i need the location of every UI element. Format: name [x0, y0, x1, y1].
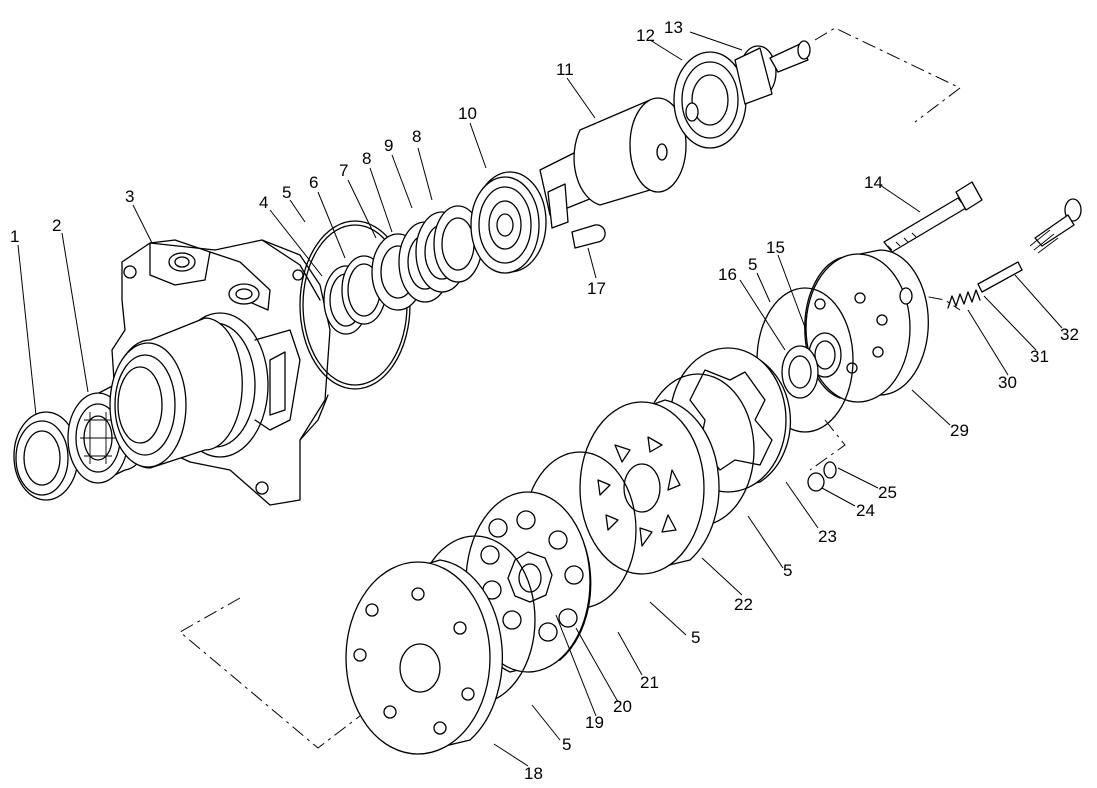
- callout-5: 5: [783, 561, 792, 580]
- callout-2: 2: [52, 216, 61, 235]
- part-30-valve-spring: [947, 289, 981, 309]
- part-11-shaft: [539, 97, 687, 229]
- callout-16: 16: [718, 265, 737, 284]
- part-18-end-cap: [345, 559, 503, 755]
- part-10-bearing: [470, 171, 547, 274]
- callout-9: 9: [384, 136, 393, 155]
- callout-25: 25: [878, 483, 897, 502]
- callout-14: 14: [864, 173, 883, 192]
- callout-7: 7: [339, 161, 348, 180]
- callout-15: 15: [766, 238, 785, 257]
- part-20-roller: [480, 510, 584, 642]
- callout-20: 20: [613, 697, 632, 716]
- part-12-coupler: [673, 51, 747, 149]
- part-16-balance-ring: [781, 345, 819, 399]
- centerline-lower: [179, 597, 421, 749]
- callout-8: 8: [412, 127, 421, 146]
- part-3-housing: [109, 239, 331, 506]
- callout-5: 5: [691, 628, 700, 647]
- part-29-end-cover: [804, 249, 929, 403]
- part-32-valve-plug: [1029, 198, 1082, 254]
- part-25-oring: [823, 461, 837, 479]
- callout-29: 29: [950, 421, 969, 440]
- callout-32: 32: [1060, 325, 1079, 344]
- callout-12: 12: [636, 26, 655, 45]
- callout-3: 3: [125, 187, 134, 206]
- callout-1: 1: [10, 227, 19, 246]
- callout-5: 5: [748, 255, 757, 274]
- part-17-key: [571, 224, 606, 249]
- callout-labels: 1 2 3 4 5 6 7 8 9 8 10 11 12 13 14 15 5 …: [10, 18, 1079, 783]
- callout-24: 24: [856, 501, 875, 520]
- part-13-drive-shaft: [734, 40, 811, 105]
- callout-11: 11: [556, 60, 574, 79]
- centerline-valve: [809, 291, 961, 471]
- callout-31: 31: [1030, 347, 1049, 366]
- callout-23: 23: [818, 527, 837, 546]
- callout-18: 18: [524, 764, 543, 783]
- callout-5: 5: [562, 735, 571, 754]
- callout-5: 5: [282, 183, 291, 202]
- part-31-valve-poppet: [977, 261, 1023, 293]
- callout-4: 4: [259, 193, 268, 212]
- leader-lines: [17, 31, 1063, 767]
- callout-13: 13: [664, 18, 683, 37]
- callout-17: 17: [587, 279, 606, 298]
- callout-22: 22: [734, 595, 753, 614]
- centerline-upper: [814, 27, 961, 123]
- callout-6: 6: [309, 173, 318, 192]
- part-14-bolt: [883, 181, 983, 253]
- part-1-seal: [13, 411, 79, 501]
- callout-10: 10: [458, 104, 477, 123]
- callout-19: 19: [585, 713, 604, 732]
- part-19-rotor: [507, 551, 553, 603]
- callout-21: 21: [640, 673, 659, 692]
- part-22-manifold: [579, 399, 720, 575]
- callout-8: 8: [362, 149, 371, 168]
- callout-30: 30: [998, 373, 1017, 392]
- part-24-plug: [807, 472, 825, 492]
